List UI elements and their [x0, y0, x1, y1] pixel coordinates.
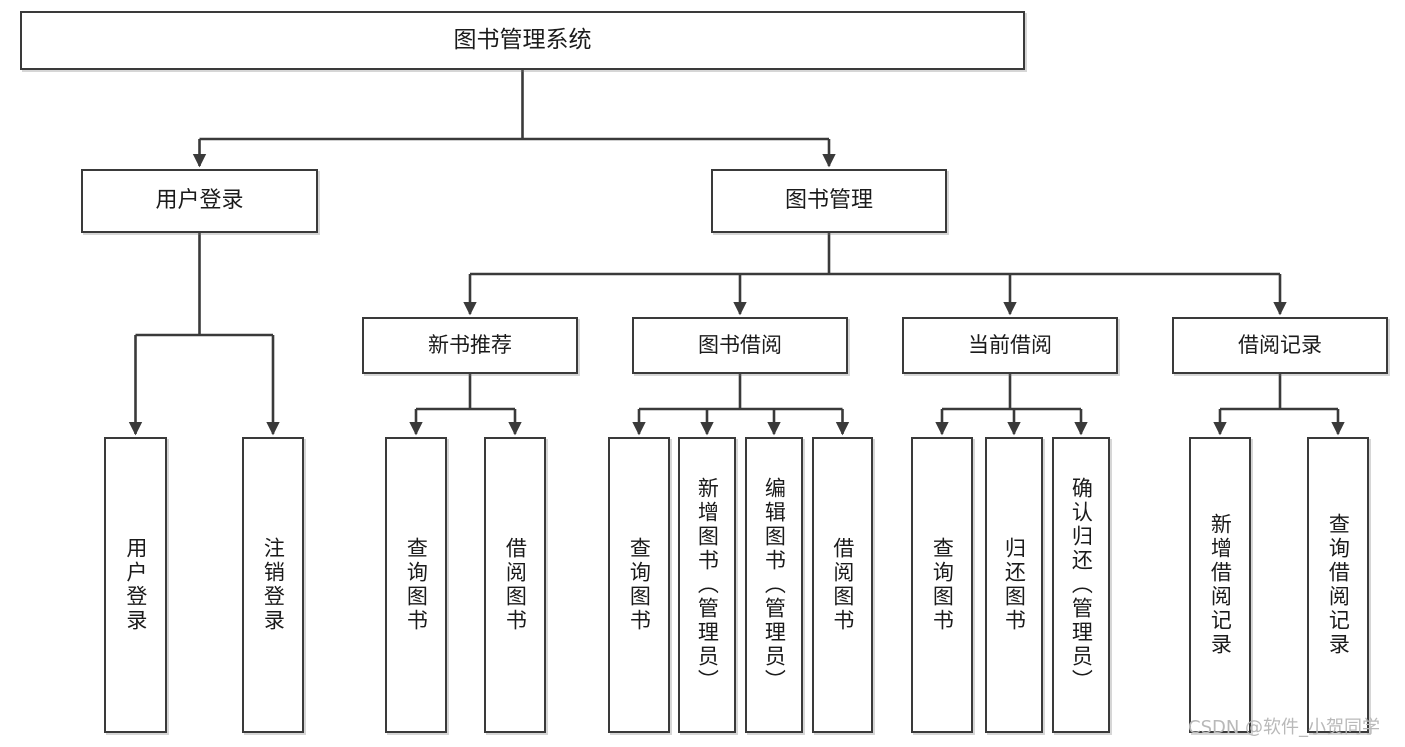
node-label: 查询图书: [404, 537, 429, 633]
node-book-manage[interactable]: 图书管理: [711, 169, 947, 233]
node-leaf-cb-confirm[interactable]: 确认归还（管理员）: [1052, 437, 1110, 733]
node-label: 注销登录: [261, 537, 286, 633]
node-leaf-cb-query[interactable]: 查询图书: [911, 437, 973, 733]
node-label: 借阅图书: [830, 537, 855, 633]
node-leaf-br-query[interactable]: 查询借阅记录: [1307, 437, 1369, 733]
node-label: 借阅记录: [1238, 333, 1322, 358]
node-current-borrow[interactable]: 当前借阅: [902, 317, 1118, 374]
node-label: 用户登录: [123, 537, 148, 633]
node-label: 确认归还（管理员）: [1069, 477, 1094, 693]
node-leaf-bb-query[interactable]: 查询图书: [608, 437, 670, 733]
node-leaf-user-login[interactable]: 用户登录: [104, 437, 167, 733]
node-user-login[interactable]: 用户登录: [81, 169, 318, 233]
node-leaf-bb-add[interactable]: 新增图书（管理员）: [678, 437, 736, 733]
node-label: 查询借阅记录: [1326, 513, 1351, 657]
node-label: 新增借阅记录: [1208, 513, 1233, 657]
node-label: 图书管理: [784, 188, 873, 214]
node-label: 新增图书（管理员）: [695, 477, 720, 693]
node-label: 当前借阅: [968, 333, 1052, 358]
node-leaf-rec-borrow[interactable]: 借阅图书: [484, 437, 546, 733]
node-leaf-cb-return[interactable]: 归还图书: [985, 437, 1043, 733]
node-book-borrow[interactable]: 图书借阅: [632, 317, 848, 374]
node-leaf-bb-edit[interactable]: 编辑图书（管理员）: [745, 437, 803, 733]
node-label: 借阅图书: [503, 537, 528, 633]
node-root[interactable]: 图书管理系统: [20, 11, 1025, 70]
node-leaf-bb-borrow[interactable]: 借阅图书: [812, 437, 873, 733]
node-label: 查询图书: [627, 537, 652, 633]
node-label: 归还图书: [1002, 537, 1027, 633]
node-label: 图书管理系统: [453, 26, 592, 53]
node-leaf-rec-query[interactable]: 查询图书: [385, 437, 447, 733]
node-borrow-record[interactable]: 借阅记录: [1172, 317, 1388, 374]
node-label: 查询图书: [930, 537, 955, 633]
node-leaf-user-logout[interactable]: 注销登录: [242, 437, 304, 733]
node-label: 图书借阅: [698, 333, 782, 358]
node-new-book-rec[interactable]: 新书推荐: [362, 317, 578, 374]
node-label: 新书推荐: [428, 333, 512, 358]
node-label: 编辑图书（管理员）: [762, 477, 787, 693]
node-label: 用户登录: [155, 188, 244, 214]
node-leaf-br-add[interactable]: 新增借阅记录: [1189, 437, 1251, 733]
